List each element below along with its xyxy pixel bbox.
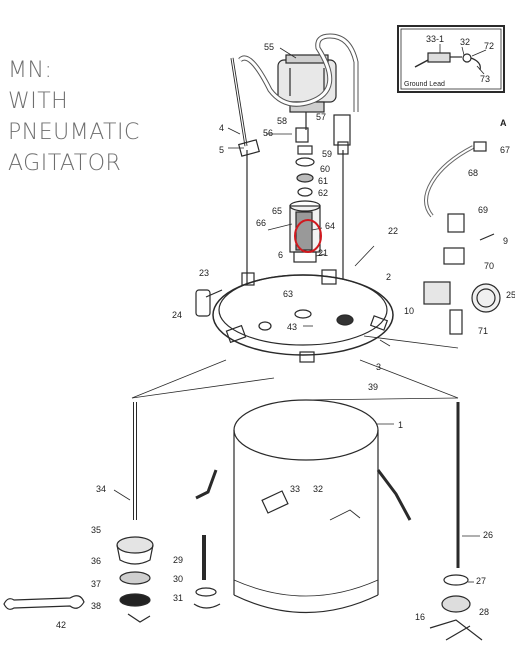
part-label-63: 63 [283,289,293,299]
part-label-30: 30 [173,574,183,584]
part-label-38: 38 [91,601,101,611]
part-label-66: 66 [256,218,266,228]
view-marker-a: A [500,118,507,128]
diagram-title: MN: WITH PNEUMATIC AGITATOR [8,55,158,179]
title-line-4: AGITATOR [8,151,122,176]
part-label-42: 42 [56,620,66,630]
part-label-21: 21 [318,248,328,258]
part-label-24: 24 [172,310,182,320]
inset-label-33-1: 33-1 [426,34,444,44]
part-label-37: 37 [91,579,101,589]
part-label-70: 70 [484,261,494,271]
part-label-71: 71 [478,326,488,336]
part-label-61: 61 [318,176,328,186]
part-label-23: 23 [199,268,209,278]
part-label-5: 5 [219,145,224,155]
part-label-1: 1 [398,420,403,430]
part-label-68: 68 [468,168,478,178]
part-label-2: 2 [386,272,391,282]
part-label-64: 64 [325,221,335,231]
part-label-10: 10 [404,306,414,316]
part-label-4: 4 [219,123,224,133]
inset-label-72: 72 [484,41,494,51]
part-label-31: 31 [173,593,183,603]
part-label-25: 25 [506,290,515,300]
part-label-28: 28 [479,607,489,617]
part-label-33: 33 [290,484,300,494]
part-label-6: 6 [278,250,283,260]
ground-lead-inset [397,25,505,93]
inset-label-32: 32 [460,37,470,47]
part-label-69: 69 [478,205,488,215]
part-label-3: 3 [376,362,381,372]
part-label-57: 57 [316,112,326,122]
part-label-22: 22 [388,226,398,236]
inset-label-73: 73 [480,74,490,84]
part-label-56: 56 [263,128,273,138]
part-label-39: 39 [368,382,378,392]
part-label-35: 35 [91,525,101,535]
part-label-29: 29 [173,555,183,565]
part-label-16: 16 [415,612,425,622]
part-label-59: 59 [322,149,332,159]
tank-1 [233,399,379,613]
part-label-43: 43 [287,322,297,332]
part-label-67: 67 [500,145,510,155]
title-line-1: MN: [8,58,53,83]
part-label-55: 55 [264,42,274,52]
part-label-32: 32 [313,484,323,494]
part-label-60: 60 [320,164,330,174]
part-label-58: 58 [277,116,287,126]
ground-lead-label: Ground Lead [404,81,445,88]
part-label-65: 65 [272,206,282,216]
title-line-2: WITH [8,89,69,114]
lid-2 [212,269,394,363]
part-label-26: 26 [483,530,493,540]
part-label-36: 36 [91,556,101,566]
part-label-62: 62 [318,188,328,198]
part-label-34: 34 [96,484,106,494]
highlight-circle [294,219,322,253]
part-label-9: 9 [503,236,508,246]
part-label-27: 27 [476,576,486,586]
title-line-3: PNEUMATIC [8,120,140,145]
